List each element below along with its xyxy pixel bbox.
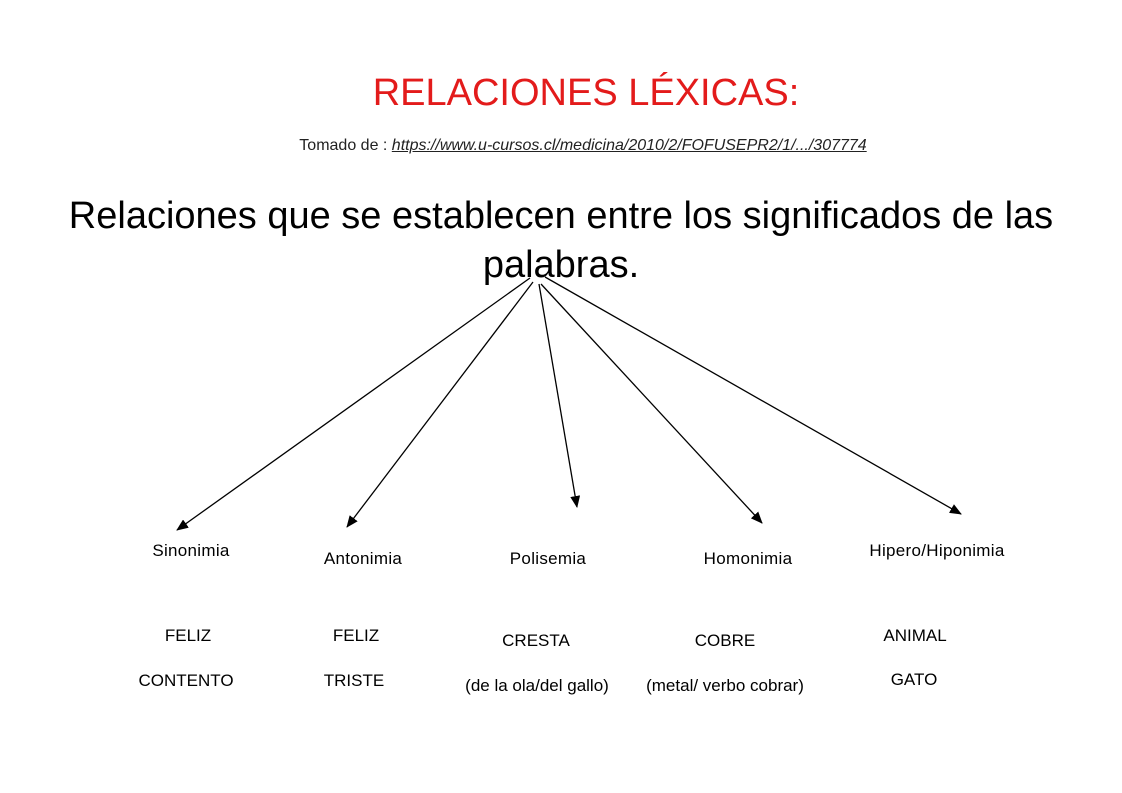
arrow-sinonimia [176, 277, 531, 531]
example-homonimia-2: (metal/ verbo cobrar) [646, 676, 804, 695]
source-citation: Tomado de : https://www.u-cursos.cl/medi… [0, 137, 1122, 155]
example-polisemia-1: CRESTA [502, 631, 570, 650]
main-heading: Relaciones que se establecen entre los s… [68, 195, 1054, 286]
page-title: RELACIONES LÉXICAS: [372, 72, 800, 114]
category-sinonimia: Sinonimia [152, 541, 230, 560]
example-polisemia-2: (de la ola/del gallo) [465, 676, 609, 695]
category-hipero-hiponimia: Hipero/Hiponimia [869, 541, 1005, 560]
example-sinonimia-2: CONTENTO [138, 671, 234, 690]
example-homonimia-1: COBRE [694, 631, 756, 650]
arrow-hipero-hiponimia [544, 276, 962, 515]
example-hipero-1: ANIMAL [883, 626, 947, 645]
example-sinonimia-1: FELIZ [164, 626, 212, 645]
arrow-homonimia [540, 283, 763, 524]
category-polisemia: Polisemia [509, 549, 587, 568]
arrow-antonimia [346, 281, 534, 528]
example-hipero-2: GATO [890, 670, 938, 689]
source-prefix: Tomado de : [299, 137, 392, 154]
category-antonimia: Antonimia [323, 549, 403, 568]
arrow-polisemia [538, 283, 581, 508]
source-url-link[interactable]: https://www.u-cursos.cl/medicina/2010/2/… [391, 137, 867, 154]
example-antonimia-1: FELIZ [332, 626, 380, 645]
example-antonimia-2: TRISTE [323, 671, 385, 690]
category-homonimia: Homonimia [703, 549, 793, 568]
